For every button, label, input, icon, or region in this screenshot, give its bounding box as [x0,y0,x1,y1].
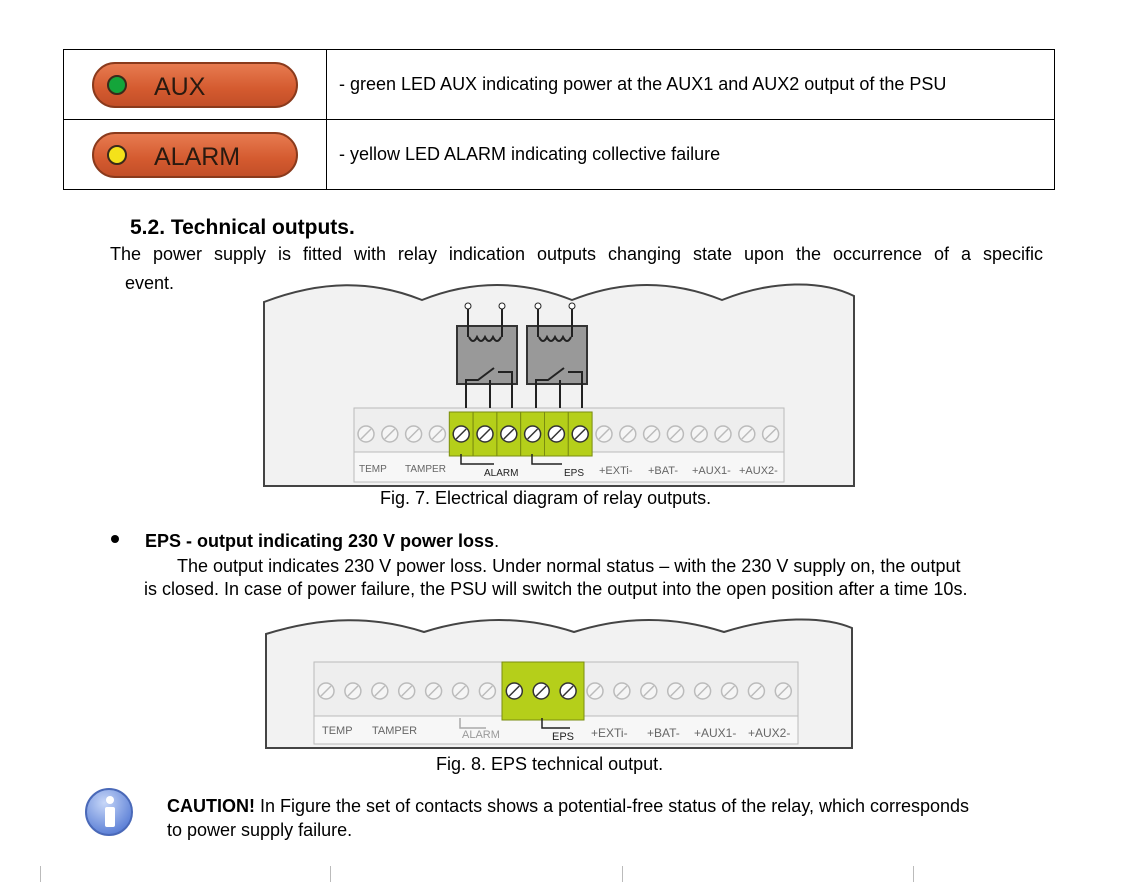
terminal-label: +EXTi- [591,726,628,740]
terminal-label: ALARM [462,729,500,741]
footer-divider [40,866,41,882]
led-label: AUX [154,72,206,101]
screw-icon [357,411,780,457]
eps-line-2: is closed. In case of power failure, the… [144,579,968,599]
terminal-label: EPS [552,731,574,743]
section-heading: 5.2. Technical outputs. [130,216,355,239]
eps-title: EPS - output indicating 230 V power loss… [145,531,499,552]
relay-icon [526,302,588,408]
terminal-label: +AUX2- [739,465,778,477]
terminal-label: TEMP [322,725,353,737]
green-led-icon [107,74,127,95]
footer-divider [913,866,914,882]
table-row: AUX - green LED AUX indicating power at … [63,49,1055,120]
intro-line-1: The power supply is fitted with relay in… [110,244,1043,264]
terminal-label: +BAT- [648,465,678,477]
info-icon [85,788,133,836]
alarm-led-badge: ALARM [92,131,298,178]
terminal-label: TAMPER [405,464,446,475]
figure-8-caption: Fig. 8. EPS technical output. [436,754,664,774]
led-label: ALARM [154,142,241,171]
aux-led-badge: AUX [92,61,298,108]
led-description: - yellow LED ALARM indicating collective… [326,119,1055,190]
led-cell: AUX [63,49,327,120]
footer-divider [622,866,623,882]
terminal-label: +BAT- [647,726,680,740]
relay-outputs-diagram: TEMP TAMPER ALARM EPS +EXTi- +BAT- +AUX1… [263,283,855,487]
terminal-label: +AUX1- [692,465,731,477]
terminal-label: TAMPER [372,725,417,737]
bullet-icon [111,535,119,543]
relay-icon [456,302,518,408]
terminal-label: EPS [564,468,584,479]
terminal-label: +EXTi- [599,465,633,477]
terminal-label: ALARM [484,468,518,479]
terminal-label: +AUX1- [694,726,736,740]
caution-label: CAUTION! [167,796,255,816]
terminal-label: +AUX2- [748,726,790,740]
eps-title-text: EPS - output indicating 230 V power loss [145,531,495,551]
eps-line-1: The output indicates 230 V power loss. U… [177,556,961,576]
eps-output-diagram: TEMP TAMPER ALARM EPS +EXTi- +BAT- +AUX1… [265,618,853,749]
led-indicator-table: AUX - green LED AUX indicating power at … [63,49,1055,190]
led-cell: ALARM [63,119,327,190]
caution-text-2: to power supply failure. [167,820,353,840]
intro-line-2: event. [125,273,175,293]
table-row: ALARM - yellow LED ALARM indicating coll… [63,119,1055,190]
footer-divider [330,866,331,882]
screw-icon [317,682,793,700]
eps-title-suffix: . [494,531,500,551]
terminal-label: TEMP [359,464,387,475]
caution-note: CAUTION! In Figure the set of contacts s… [167,794,1047,842]
figure-7-caption: Fig. 7. Electrical diagram of relay outp… [380,488,712,508]
yellow-led-icon [107,144,127,165]
led-description: - green LED AUX indicating power at the … [326,49,1055,120]
caution-text: In Figure the set of contacts shows a po… [255,796,970,816]
